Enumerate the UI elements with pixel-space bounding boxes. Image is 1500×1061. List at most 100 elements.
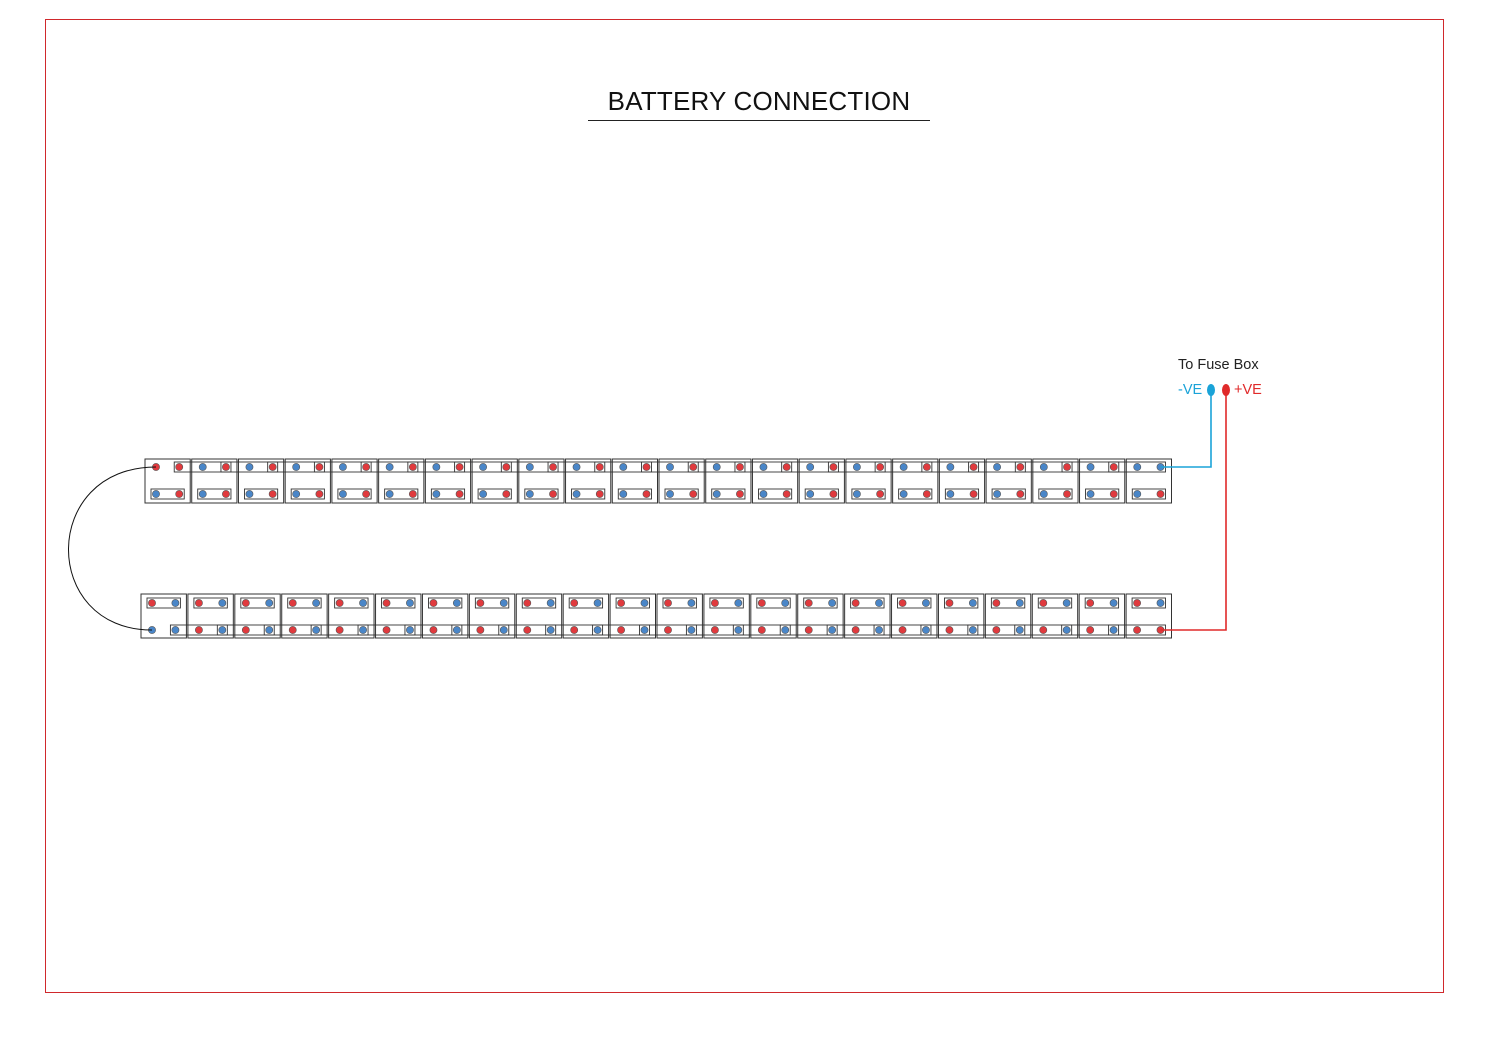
series-link bbox=[779, 624, 838, 636]
battery bbox=[751, 458, 799, 504]
battery bbox=[750, 593, 797, 639]
series-link bbox=[1014, 624, 1073, 636]
positive-terminal bbox=[408, 490, 417, 498]
negative-terminal bbox=[479, 490, 487, 498]
series-link bbox=[685, 624, 744, 636]
positive-terminal bbox=[315, 463, 324, 471]
negative-terminal bbox=[712, 490, 721, 498]
negative-terminal bbox=[968, 599, 977, 607]
positive-terminal bbox=[782, 490, 791, 498]
battery bbox=[144, 458, 191, 504]
battery-case bbox=[565, 458, 612, 504]
positive-terminal bbox=[523, 599, 532, 607]
battery-case bbox=[1125, 458, 1172, 504]
positive-terminal bbox=[241, 626, 250, 634]
battery bbox=[1125, 458, 1172, 504]
positive-terminal bbox=[757, 626, 766, 634]
negative-terminal bbox=[1015, 626, 1024, 634]
positive-terminal bbox=[876, 490, 885, 498]
positive-terminal bbox=[476, 599, 485, 607]
battery bbox=[658, 458, 705, 504]
positive-terminal bbox=[429, 599, 438, 607]
battery bbox=[797, 593, 844, 639]
negative-terminal bbox=[406, 626, 414, 634]
positive-terminal bbox=[851, 626, 860, 634]
battery bbox=[187, 593, 234, 639]
positive-terminal bbox=[222, 490, 230, 498]
battery bbox=[191, 458, 238, 504]
negative-terminal bbox=[312, 626, 321, 634]
series-link bbox=[310, 624, 369, 636]
positive-terminal bbox=[1016, 463, 1025, 471]
negative-terminal bbox=[593, 626, 602, 634]
positive-terminal bbox=[689, 490, 698, 498]
battery bbox=[609, 593, 656, 639]
negative-terminal bbox=[1156, 599, 1165, 607]
battery-case bbox=[797, 593, 844, 639]
terminal-strap bbox=[568, 597, 604, 609]
battery-case bbox=[328, 593, 375, 639]
negative-terminal bbox=[1015, 599, 1024, 607]
positive-terminal bbox=[148, 599, 156, 607]
positive-terminal bbox=[969, 490, 978, 498]
terminal-strap bbox=[290, 488, 325, 500]
series-link bbox=[592, 624, 650, 636]
fuse-box-label: To Fuse Box bbox=[1178, 357, 1259, 373]
positive-terminal bbox=[335, 599, 344, 607]
positive-terminal bbox=[736, 490, 744, 498]
negative-terminal bbox=[432, 490, 441, 498]
series-link bbox=[827, 461, 886, 473]
series-link bbox=[454, 461, 512, 473]
positive-terminal bbox=[175, 490, 184, 498]
negative-terminal bbox=[1133, 490, 1142, 498]
battery bbox=[1032, 458, 1079, 504]
battery-case bbox=[1032, 458, 1079, 504]
negative-terminal bbox=[853, 490, 861, 498]
series-link bbox=[498, 624, 557, 636]
terminal-strap bbox=[240, 597, 275, 609]
negative-terminal bbox=[853, 463, 861, 471]
negative-terminal bbox=[806, 490, 815, 498]
terminal-strap bbox=[664, 488, 699, 500]
negative-terminal bbox=[499, 599, 508, 607]
drawing-border bbox=[45, 19, 1444, 993]
negative-terminal bbox=[546, 626, 555, 634]
negative-terminal bbox=[171, 599, 180, 607]
battery-case bbox=[1078, 593, 1126, 639]
terminal-strap bbox=[758, 488, 793, 500]
battery bbox=[331, 458, 378, 504]
negative-terminal bbox=[1133, 463, 1142, 471]
battery bbox=[234, 593, 281, 639]
battery bbox=[378, 458, 425, 504]
series-link bbox=[547, 461, 606, 473]
positive-terminal bbox=[595, 490, 604, 498]
positive-terminal bbox=[664, 626, 672, 634]
negative-terminal bbox=[152, 490, 160, 498]
battery-case bbox=[1079, 458, 1126, 504]
positive-terminal bbox=[315, 490, 324, 498]
positive-terminal bbox=[642, 490, 651, 498]
negative-terminal bbox=[619, 490, 628, 498]
positive-terminal bbox=[876, 463, 885, 471]
positive-terminal bbox=[642, 463, 651, 471]
negative-terminal bbox=[899, 490, 908, 498]
negative-terminal bbox=[1062, 599, 1071, 607]
positive-terminal bbox=[851, 599, 860, 607]
negative-terminal bbox=[922, 626, 930, 634]
terminal-strap bbox=[944, 488, 980, 500]
positive-terminal bbox=[736, 463, 744, 471]
terminal-strap bbox=[990, 597, 1026, 609]
negative-terminal bbox=[875, 626, 883, 634]
terminal-strap bbox=[197, 488, 232, 500]
positive-terminal bbox=[1133, 599, 1141, 607]
negative-terminal bbox=[781, 599, 790, 607]
negative-terminal bbox=[385, 490, 394, 498]
positive-terminal bbox=[1109, 463, 1118, 471]
terminal-strap bbox=[384, 488, 419, 500]
terminal-strap bbox=[756, 597, 791, 609]
positive-terminal bbox=[757, 599, 766, 607]
series-link bbox=[407, 461, 466, 473]
negative-terminal bbox=[546, 599, 555, 607]
battery bbox=[140, 593, 187, 639]
battery-case bbox=[191, 458, 238, 504]
